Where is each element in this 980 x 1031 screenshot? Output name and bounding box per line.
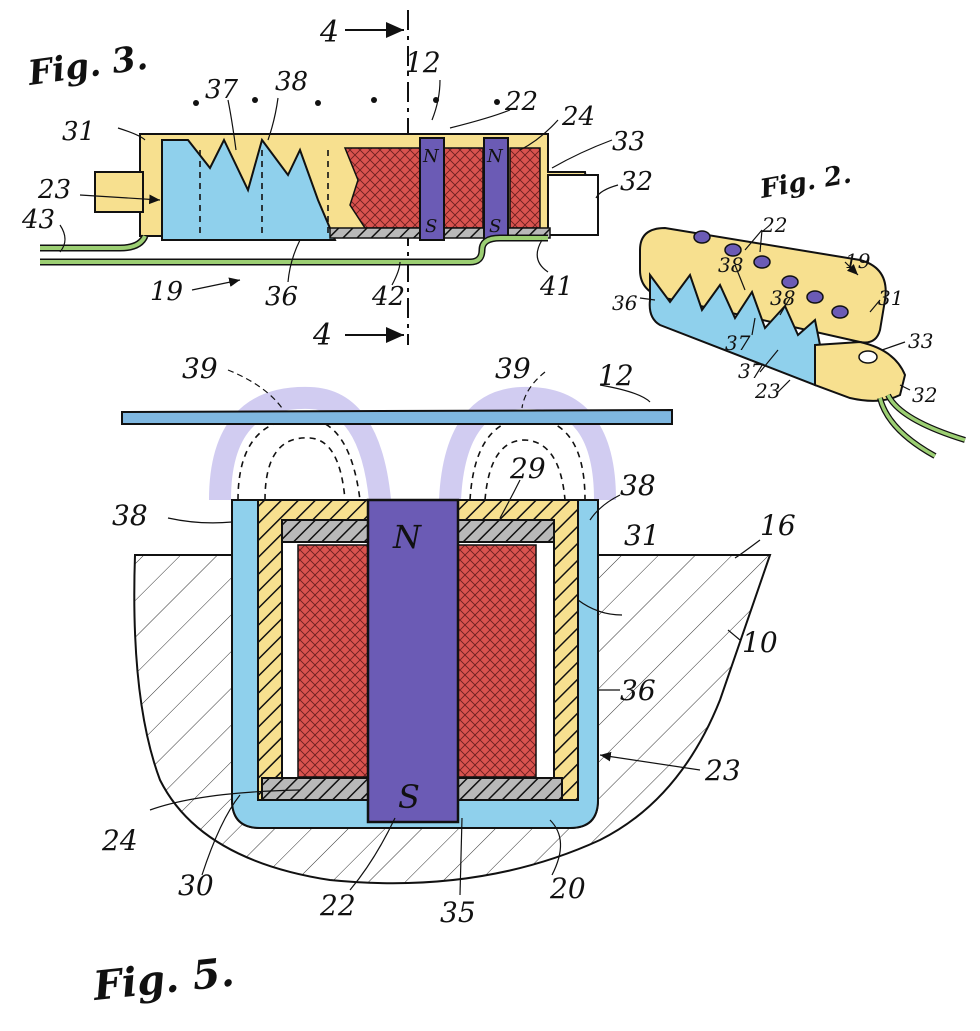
pole-magnet-2	[483, 137, 509, 241]
fig5-ref-22: 22	[319, 889, 356, 922]
section-mark-bottom: 4	[312, 318, 332, 353]
ref-32: 32	[620, 167, 653, 197]
pole-magnet-1	[419, 137, 445, 241]
fig5-ref-29: 29	[509, 452, 546, 485]
string	[121, 408, 673, 425]
fig5-ref-24: 24	[101, 824, 138, 857]
pickup-end-cap	[814, 340, 907, 402]
ref-24: 24	[561, 102, 595, 132]
ref-19: 19	[150, 277, 183, 307]
fig2-title: Fig. 2.	[757, 159, 854, 205]
ref-37: 37	[205, 75, 239, 105]
fig5-ref-39b: 39	[495, 352, 531, 385]
fig2-ref-37b: 37	[738, 359, 764, 383]
fig2-ref-38b: 38	[770, 286, 795, 310]
fig5-ref-39a: 39	[182, 352, 218, 385]
flux-line-left	[209, 386, 391, 502]
fig3: Fig. 3. 4 4 N S N S	[21, 10, 653, 353]
fig2-ref-22: 22	[761, 213, 787, 237]
fig2-ref-33: 33	[908, 329, 933, 353]
pole-n1: N	[422, 146, 440, 167]
fig5-ref-16: 16	[760, 509, 796, 542]
coil-winding-right	[509, 147, 541, 229]
ref-41: 41	[539, 272, 573, 302]
ref-43: 43	[21, 205, 55, 235]
ref-33: 33	[612, 127, 645, 157]
fig5-ref-12: 12	[598, 359, 634, 392]
ref-38: 38	[275, 67, 308, 97]
flux-line-right	[439, 386, 616, 501]
fig2-ref-36: 36	[612, 291, 638, 315]
fig2: Fig. 2.	[612, 159, 966, 459]
mount-hole	[858, 350, 878, 364]
mounting-tab-left	[94, 171, 144, 213]
fig5-ref-20: 20	[549, 872, 586, 905]
mounting-tab-right	[547, 174, 599, 236]
potting-compound	[161, 137, 337, 241]
ref-31: 31	[62, 117, 95, 147]
fig5-ref-38b: 38	[620, 469, 656, 502]
ref-42: 42	[371, 282, 405, 312]
pole-s: S	[398, 778, 420, 816]
fig5: N S 39 39 12 29 38 38 16 31 10	[90, 352, 796, 1010]
pole-pieces	[693, 230, 849, 319]
pole-s1: S	[425, 216, 437, 237]
fig5-ref-35: 35	[440, 896, 476, 929]
coil-left	[297, 544, 371, 778]
fig2-ref-38a: 38	[718, 253, 743, 277]
fig5-ref-10: 10	[742, 626, 778, 659]
section-mark-top: 4	[319, 15, 339, 50]
pole-n: N	[392, 518, 422, 556]
ref-22: 22	[504, 87, 538, 117]
fig5-ref-30: 30	[178, 869, 214, 902]
ref-23: 23	[37, 175, 71, 205]
ref-36: 36	[265, 282, 298, 312]
fig5-ref-31: 31	[624, 519, 660, 552]
fig2-ref-31: 31	[878, 286, 903, 310]
fig2-ref-32: 32	[912, 383, 937, 407]
pole-n2: N	[486, 146, 504, 167]
pole-s2: S	[489, 216, 501, 237]
fig2-ref-37a: 37	[725, 331, 751, 355]
coil-right	[455, 544, 537, 778]
fig5-ref-23: 23	[704, 754, 741, 787]
fig2-ref-19: 19	[845, 249, 871, 273]
pole-magnet	[366, 498, 460, 824]
coil-winding-mid	[442, 147, 484, 229]
fig3-title: Fig. 3.	[25, 38, 150, 94]
fig5-ref-38a: 38	[112, 499, 148, 532]
fig5-ref-36: 36	[620, 674, 656, 707]
fig2-ref-23: 23	[754, 379, 780, 403]
fig5-title: Fig. 5.	[90, 948, 236, 1010]
ref-12: 12	[405, 46, 441, 79]
string-dots	[193, 97, 500, 106]
